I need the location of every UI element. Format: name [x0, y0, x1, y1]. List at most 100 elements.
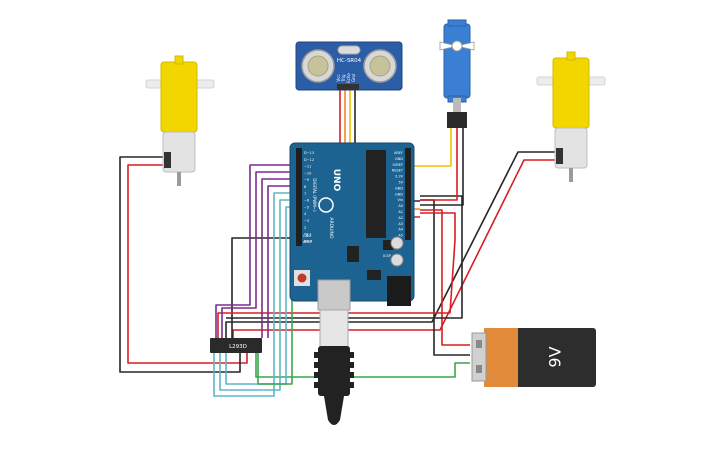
l293d-chip	[210, 338, 262, 353]
sensor-pin-trig: Trig	[341, 74, 346, 83]
sensor-crystal	[337, 45, 361, 55]
arduino-power-pin-label: A0	[398, 204, 403, 208]
wire-right-motor-black	[225, 151, 556, 338]
l293d-driver: L293D	[210, 338, 262, 353]
l293d-label: L293D	[229, 344, 247, 350]
wire-left-motor-red	[127, 164, 248, 364]
arduino-digital-pin-label: 4	[304, 212, 307, 216]
arduino-digital-pin-label: ~3	[304, 219, 309, 223]
arduino-power-pin-label: A1	[398, 210, 403, 214]
arduino-power-pin-label: 5V	[398, 181, 403, 185]
arduino-regulator	[367, 270, 381, 280]
arduino-small-chip	[347, 246, 359, 262]
wire-battery-red	[420, 209, 470, 346]
arduino-aux-label: ICSP	[383, 254, 391, 258]
sensor-pin-header	[337, 84, 359, 90]
arduino-reset-button[interactable]	[297, 273, 307, 283]
sensor-pin-gnd: Gnd	[351, 73, 356, 82]
arduino-power-pin-label: A5	[398, 234, 403, 238]
battery-terminal-plate	[471, 332, 487, 382]
wire-servo-black	[420, 128, 464, 206]
sensor-pin-vcc: Vcc	[336, 74, 341, 81]
usb-plug-ridge	[314, 362, 354, 368]
arduino-digital-pin-label: ~11	[304, 165, 311, 169]
arduino-digital-pin-label: ~6	[304, 199, 309, 203]
arduino-digital-pin-label: D~13	[304, 151, 314, 155]
arduino-power-pin-label: GND	[395, 192, 403, 196]
usb-connector-metal	[319, 309, 349, 349]
servo-cable	[453, 98, 461, 112]
arduino-digital-header	[296, 148, 302, 246]
left-motor-axle	[177, 172, 181, 186]
arduino-capacitor-2	[390, 253, 404, 267]
arduino-uno: UNO ARDUINO DIGITAL (PWM~) D~13D~12~11~1…	[289, 142, 415, 311]
servo-motor	[439, 19, 475, 128]
right-motor-gear-cap	[566, 51, 576, 61]
arduino-power-pin-label: A3	[398, 222, 403, 226]
arduino-power-pin-label: A4	[398, 228, 403, 232]
arduino-digital-pin-label: D~12	[304, 158, 314, 162]
arduino-power-pin-label: Vin	[397, 198, 403, 202]
servo-hub	[451, 40, 463, 52]
arduino-digital-pin-label: ~5	[304, 205, 309, 209]
wire-arduino-5v-red	[217, 212, 456, 338]
arduino-power-pin-label: AREF	[394, 151, 403, 155]
battery-terminal-post	[476, 340, 482, 348]
wire-teal-1	[213, 192, 298, 397]
arduino-power-pin-label: GND	[395, 186, 403, 190]
usb-plug-ridge	[314, 382, 354, 388]
arduino-icsp-header	[383, 240, 393, 250]
wire-right-motor-red	[232, 159, 556, 338]
battery-label: 9V	[546, 346, 565, 367]
arduino-power-pin-label: A2	[398, 216, 403, 220]
right-motor-axle	[569, 168, 573, 182]
arduino-digital-pin-label: ~9	[304, 178, 309, 182]
arduino-atmega-chip	[366, 150, 386, 238]
wire-purple-1	[215, 164, 298, 338]
ultrasonic-sensor: HC-SR04 Vcc Trig Echo Gnd	[295, 41, 403, 91]
arduino-power-pin-label: RESET	[392, 169, 404, 173]
battery-terminal-post	[476, 365, 482, 373]
battery-9v: 9V	[471, 328, 596, 387]
arduino-brand-label: ARDUINO	[328, 217, 334, 239]
arduino-digital-pin-label: 2	[304, 226, 306, 230]
arduino-aux-label: AREF	[303, 240, 312, 244]
arduino-logo	[318, 197, 334, 213]
arduino-digital-pin-label: ~10	[304, 171, 311, 175]
arduino-digital-pin-label: 7	[304, 192, 306, 196]
arduino-power-pin-label: 3.3V	[395, 175, 404, 179]
sensor-transducer-right-mesh	[369, 55, 391, 77]
servo-top-tab	[447, 19, 467, 27]
servo-body	[443, 23, 471, 99]
right-motor-body	[552, 57, 590, 129]
arduino-digital-pin-label: TX 1	[303, 233, 312, 237]
left-gear-motor	[145, 55, 215, 186]
usb-plug-ridge	[314, 352, 354, 358]
arduino-aux-label: GND	[303, 234, 311, 238]
left-motor-terminal	[164, 152, 171, 168]
left-motor-body	[160, 61, 198, 133]
wire-servo-red	[420, 128, 458, 201]
arduino-right-pin-labels: AREFGNDIOREFRESET3.3V5VGNDGNDVinA0A1A2A3…	[392, 151, 404, 238]
arduino-power-jack	[387, 276, 411, 306]
wire-left-motor-black	[119, 156, 241, 373]
wire-arduino-gnd	[231, 237, 298, 338]
wire-purple-2	[221, 171, 298, 338]
wire-purple-3	[261, 178, 298, 338]
arduino-capacitor-1	[390, 236, 404, 250]
sensor-label: HC-SR04	[337, 58, 362, 64]
battery-body-orange	[484, 328, 518, 387]
usb-cable	[314, 309, 354, 425]
sensor-pin-echo: Echo	[346, 73, 351, 83]
wire-teal-2	[219, 199, 298, 391]
arduino-digital-pin-label: RX 0	[304, 239, 312, 243]
servo-connector	[447, 112, 467, 128]
left-motor-gear-cap	[174, 55, 184, 65]
arduino-usb-port	[317, 279, 351, 311]
arduino-power-pin-label: IOREF	[393, 163, 403, 167]
sensor-transducer-left-mesh	[307, 55, 329, 77]
wire-purple-4	[267, 185, 298, 338]
wire-battery-green	[255, 353, 470, 378]
